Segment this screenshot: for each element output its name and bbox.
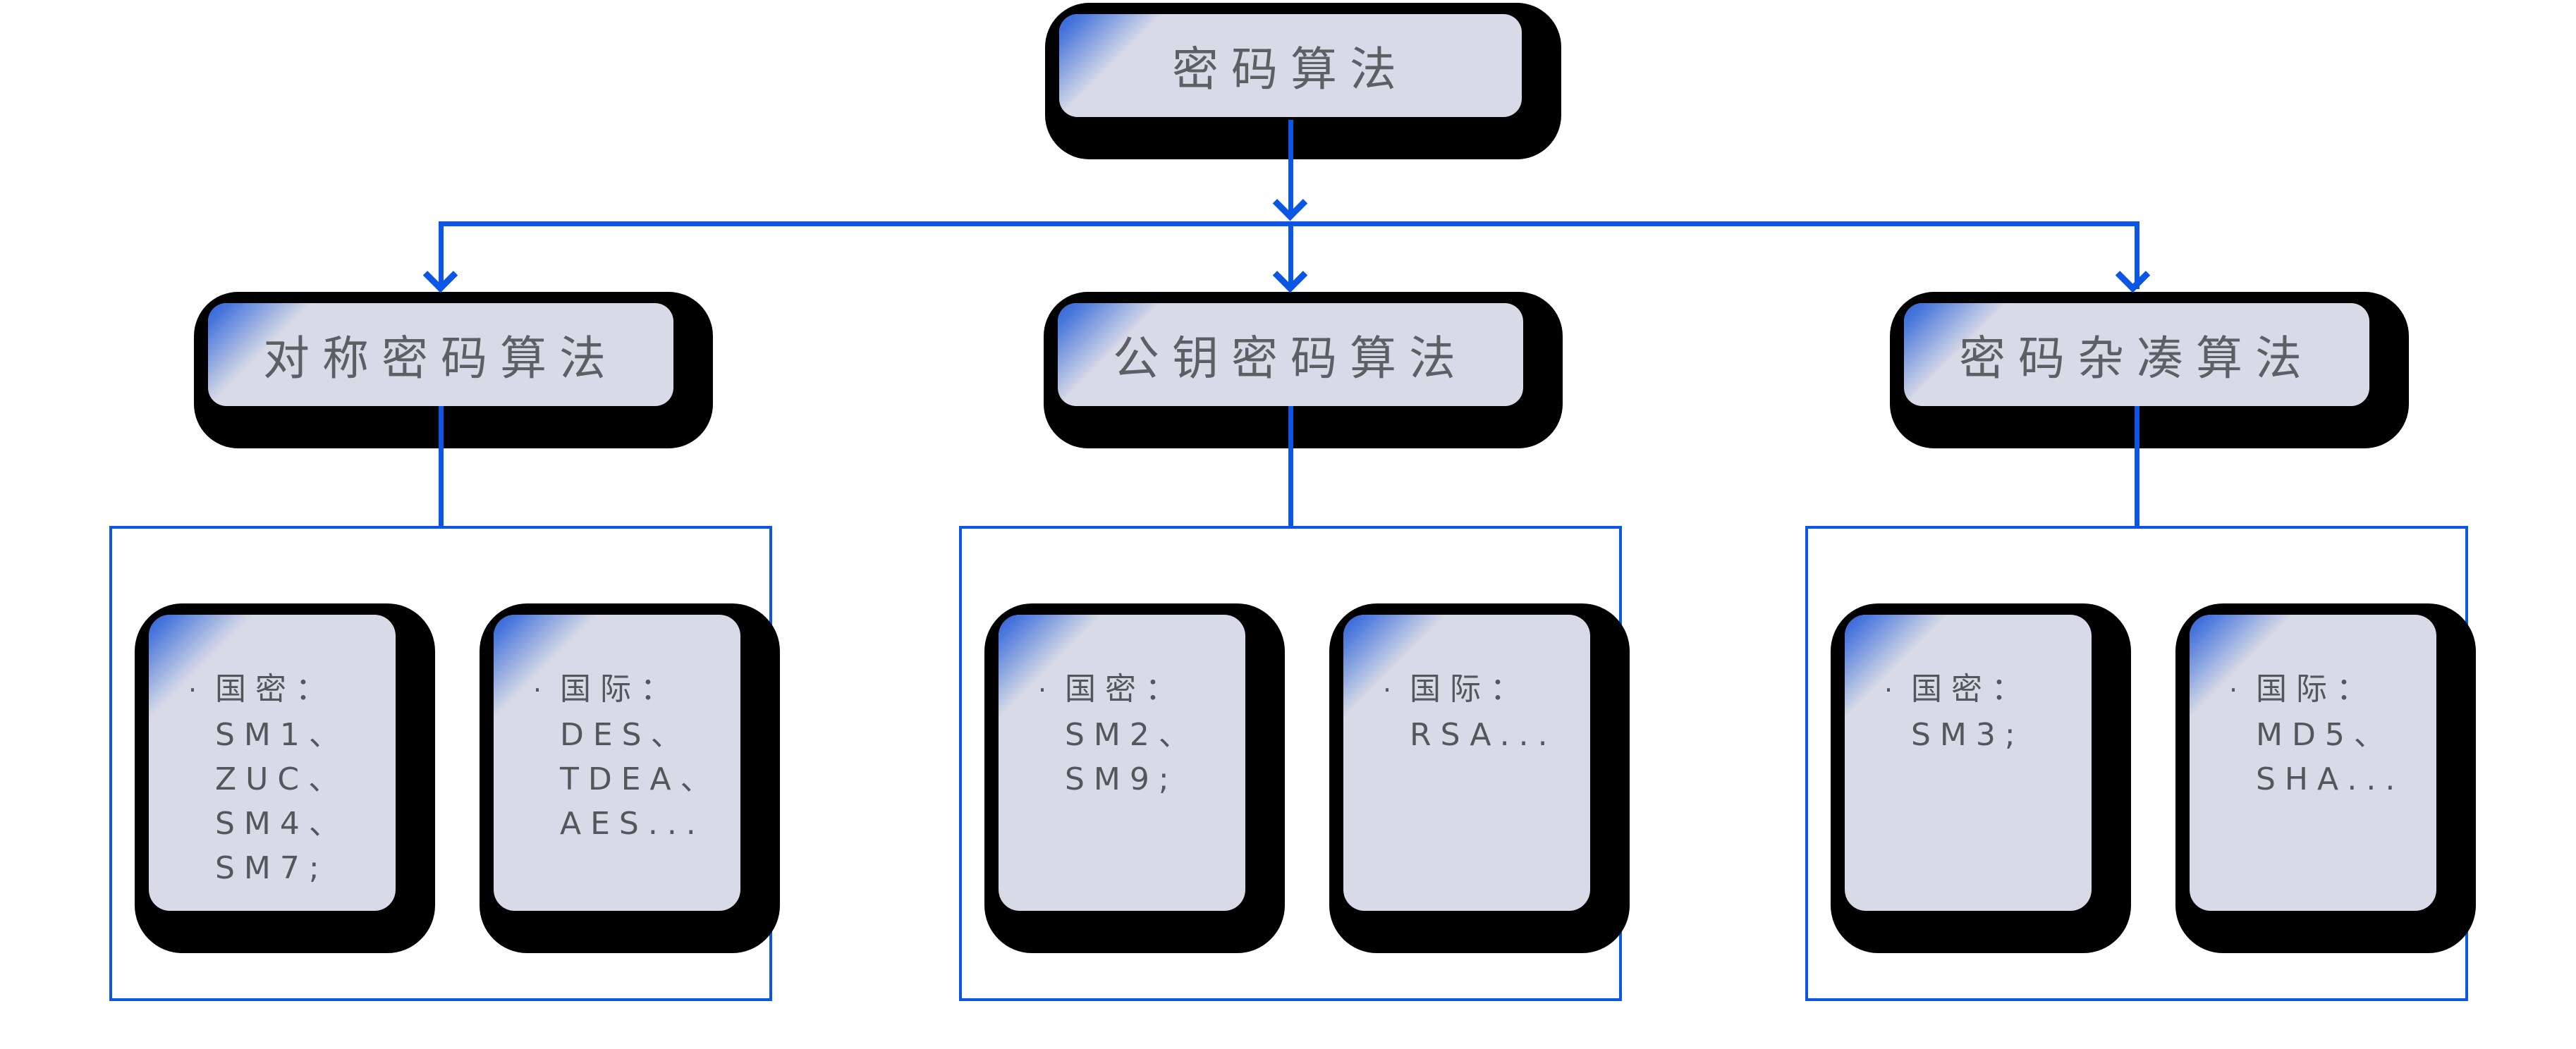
node-public-key-label: 公钥密码算法 — [1113, 331, 1468, 386]
card-heading-row: · 国际： — [533, 667, 726, 713]
card-heading: 国际： — [2256, 671, 2376, 707]
connector-group-0 — [439, 406, 444, 527]
bullet-icon: · — [1383, 675, 1401, 706]
card-hash-international: · 国际： MD5、 SHA... — [2190, 615, 2436, 911]
arrow-down-icon — [422, 257, 458, 293]
card-heading: 国际： — [1410, 671, 1530, 707]
node-hash-label: 密码杂凑算法 — [1959, 331, 2314, 386]
node-symmetric-label: 对称密码算法 — [263, 331, 618, 386]
connector-branch-1 — [1288, 224, 1293, 289]
arrow-down-icon — [2115, 257, 2151, 293]
card-heading-row: · 国密： — [1884, 667, 2077, 713]
card-items: SM3; — [1911, 717, 2025, 753]
arrow-down-icon — [1272, 257, 1308, 293]
card-hash-domestic: · 国密： SM3; — [1845, 615, 2092, 911]
card-symmetric-domestic: · 国密： SM1、 ZUC、 SM4、 SM7; — [149, 615, 396, 911]
bullet-icon: · — [1038, 675, 1056, 706]
connector-branch-2 — [2135, 224, 2139, 289]
connector-root-stem — [1288, 120, 1293, 216]
connector-group-2 — [2135, 406, 2139, 527]
card-heading-row: · 国际： — [1383, 667, 1576, 713]
card-items: SM1、 ZUC、 SM4、 SM7; — [215, 717, 349, 886]
connector-group-1 — [1288, 406, 1293, 527]
card-items: MD5、 SHA... — [2256, 717, 2405, 797]
card-public-key-domestic: · 国密： SM2、 SM9; — [999, 615, 1245, 911]
group-public-key — [959, 526, 1622, 1001]
card-public-key-international: · 国际： RSA... — [1343, 615, 1590, 911]
bullet-icon: · — [1884, 675, 1903, 706]
connector-branch-0 — [439, 224, 444, 289]
bullet-icon: · — [2229, 675, 2247, 706]
card-heading-row: · 国际： — [2229, 667, 2422, 713]
node-public-key: 公钥密码算法 — [1058, 303, 1523, 406]
connector-rail — [439, 221, 2139, 226]
card-heading: 国密： — [215, 671, 336, 707]
card-items: SM2、 SM9; — [1065, 717, 1199, 797]
group-hash — [1805, 526, 2468, 1001]
card-items: DES、 TDEA、 AES... — [560, 717, 721, 842]
arrow-down-icon — [1272, 185, 1308, 221]
node-root: 密码算法 — [1059, 14, 1522, 117]
bullet-icon: · — [533, 675, 551, 706]
card-heading: 国密： — [1911, 671, 2032, 707]
card-symmetric-international: · 国际： DES、 TDEA、 AES... — [494, 615, 740, 911]
card-heading-row: · 国密： — [188, 667, 381, 713]
card-heading-row: · 国密： — [1038, 667, 1231, 713]
bullet-icon: · — [188, 675, 207, 706]
card-heading: 国际： — [560, 671, 680, 707]
node-hash: 密码杂凑算法 — [1904, 303, 2369, 406]
card-heading: 国密： — [1065, 671, 1185, 707]
node-root-label: 密码算法 — [1172, 42, 1409, 97]
group-symmetric — [109, 526, 772, 1001]
node-symmetric: 对称密码算法 — [208, 303, 673, 406]
card-items: RSA... — [1410, 717, 1557, 753]
